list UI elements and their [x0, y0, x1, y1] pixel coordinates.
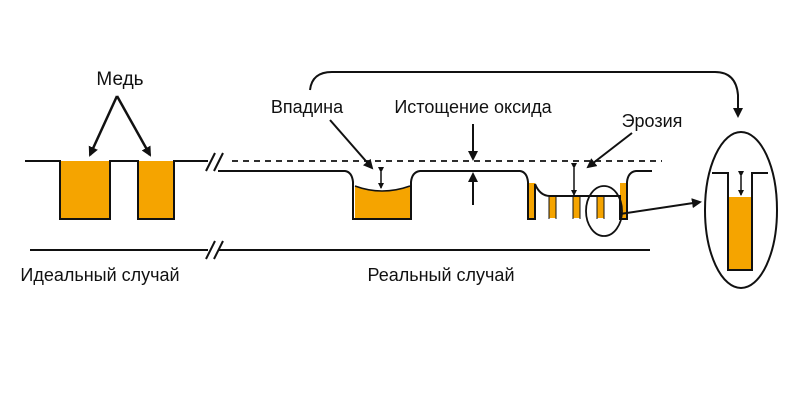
real-case-profile [218, 160, 662, 220]
ideal-copper-fill-right [139, 161, 173, 218]
zoom-detail [704, 131, 778, 289]
label-oxide-thinning: Истощение оксида [394, 97, 552, 117]
erosion-copper-line-2 [549, 196, 556, 218]
zoom-connector-arrow [309, 71, 743, 118]
ideal-surface-line [25, 160, 208, 220]
label-copper: Медь [96, 69, 143, 90]
erosion-copper-line-1 [528, 183, 535, 218]
label-erosion: Эрозия [622, 111, 683, 131]
erosion-copper-line-4 [597, 196, 604, 218]
ideal-case-profile [25, 152, 224, 220]
label-real-case: Реальный случай [368, 265, 515, 285]
erosion-annotation: Эрозия [571, 111, 683, 196]
copper-annotation: Медь [88, 69, 152, 157]
dishing-annotation: Впадина [271, 97, 384, 189]
oxide-thinning-annotation: Истощение оксида [394, 97, 553, 205]
dishing-copper-fill [355, 186, 410, 218]
real-surface-line [218, 170, 652, 220]
ideal-copper-fill-left [61, 161, 109, 218]
erosion-copper-line-3 [573, 196, 580, 218]
zoom-focus-ellipse [585, 185, 623, 237]
label-dishing: Впадина [271, 97, 344, 117]
baseline [30, 240, 650, 260]
label-ideal-case: Идеальный случай [20, 265, 179, 285]
erosion-copper-line-5 [620, 183, 627, 218]
